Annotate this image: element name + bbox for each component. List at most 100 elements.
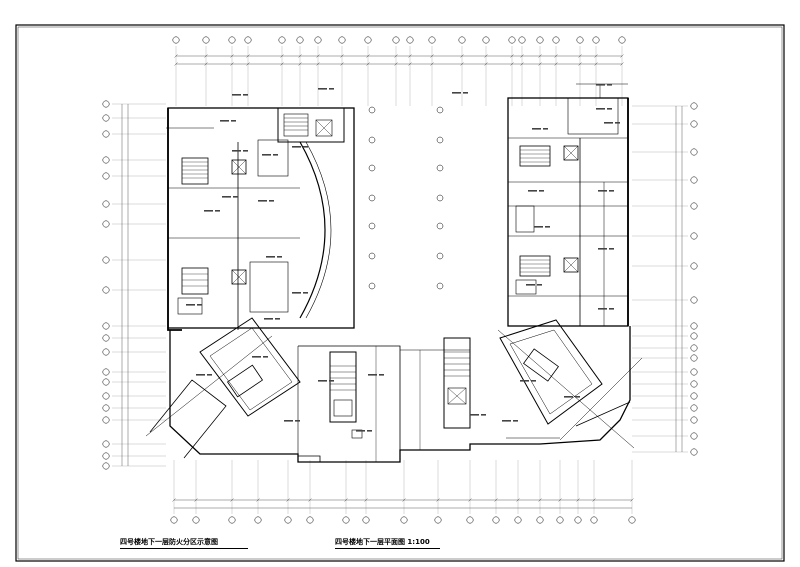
annotation-mark [277,256,282,258]
annotation-mark [539,190,544,192]
dimension-tick [340,62,344,66]
annotation-mark [273,154,278,156]
annotation-mark [264,318,273,320]
axis-bubble [102,462,110,470]
dimension-tick [578,62,582,66]
axis-bubble [102,156,110,164]
dimension-tick [230,54,234,58]
annotation-mark [502,420,511,422]
axis-bubble [576,36,584,44]
annotation-mark [532,128,541,130]
axis-bubble [368,222,376,230]
axis-bubble [690,332,698,340]
right-wing [507,83,629,327]
annotation-mark [607,108,612,110]
annotation-mark [258,200,267,202]
axis-bubble [102,334,110,342]
axis-bubble [284,516,292,524]
annotation-mark [318,88,327,90]
axis-bubble [172,36,180,44]
dimension-tick [484,54,488,58]
axis-bubble [690,354,698,362]
annotation-mark [379,374,384,376]
axis-bubble [690,416,698,424]
annotation-mark [470,414,479,416]
axis-bubble [102,416,110,424]
dimension-tick [538,62,542,66]
axis-bubble [254,516,262,524]
dimension-tick [484,62,488,66]
dimension-tick [460,62,464,66]
annotation-mark [204,210,213,212]
annotation-mark [545,226,550,228]
axis-bubble [690,368,698,376]
dimension-tick [230,62,234,66]
annotation-mark [329,88,334,90]
axis-bubble [436,106,444,114]
annotation-mark [537,284,542,286]
annotation-mark [598,190,607,192]
axis-bubble [338,36,346,44]
dimension-tick [516,498,520,502]
dimension-tick [280,62,284,66]
axis-bubble [368,282,376,290]
dimension-tick [538,54,542,58]
dimension-tick [402,498,406,502]
annotation-mark [222,196,231,198]
axis-bubble [102,114,110,122]
axis-bubble [342,516,350,524]
annotation-marks [186,84,620,432]
axis-bubble [552,36,560,44]
axis-bubble [368,194,376,202]
axis-bubble [102,368,110,376]
axis-bubble [392,36,400,44]
axis-bubble [102,322,110,330]
annotation-mark [243,150,248,152]
axis-bubble [690,432,698,440]
dimension-tick [174,54,178,58]
annotation-mark [318,380,327,382]
axis-bubble [368,106,376,114]
axis-bubble [102,440,110,448]
axis-bubble [306,516,314,524]
axis-bubble [458,36,466,44]
annotation-mark [543,128,548,130]
dimension-tick [394,54,398,58]
annotation-mark [284,420,293,422]
axis-bubble [690,322,698,330]
axis-bubble [690,296,698,304]
axis-bubble [428,36,436,44]
dimension-tick [630,498,634,502]
axis-bubble [536,36,544,44]
annotation-mark [231,120,236,122]
dimension-tick [558,498,562,502]
annotation-mark [367,430,372,432]
dimension-tick [408,54,412,58]
axis-bubble [406,36,414,44]
dimension-tick [594,54,598,58]
axis-bubble [690,202,698,210]
dimension-tick [256,498,260,502]
dimension-tick [510,62,514,66]
dimension-tick [554,62,558,66]
axis-bubble [102,256,110,264]
axis-bubble [102,200,110,208]
dimension-tick [316,54,320,58]
axis-bubble [690,102,698,110]
dimension-tick [430,54,434,58]
dimension-tick [436,498,440,502]
axis-bubble [296,36,304,44]
annotation-mark [263,356,268,358]
annotation-mark [356,430,365,432]
dimension-tick [460,54,464,58]
axis-bubble [690,344,698,352]
dimension-tick [308,498,312,502]
axis-bubble [244,36,252,44]
annotation-mark [607,84,612,86]
annotation-mark [292,292,301,294]
dimension-tick [340,54,344,58]
drawing-title-fire-zones: 四号楼地下一层防火分区示意图 [120,538,218,546]
axis-bubble [436,136,444,144]
annotation-mark [233,196,238,198]
